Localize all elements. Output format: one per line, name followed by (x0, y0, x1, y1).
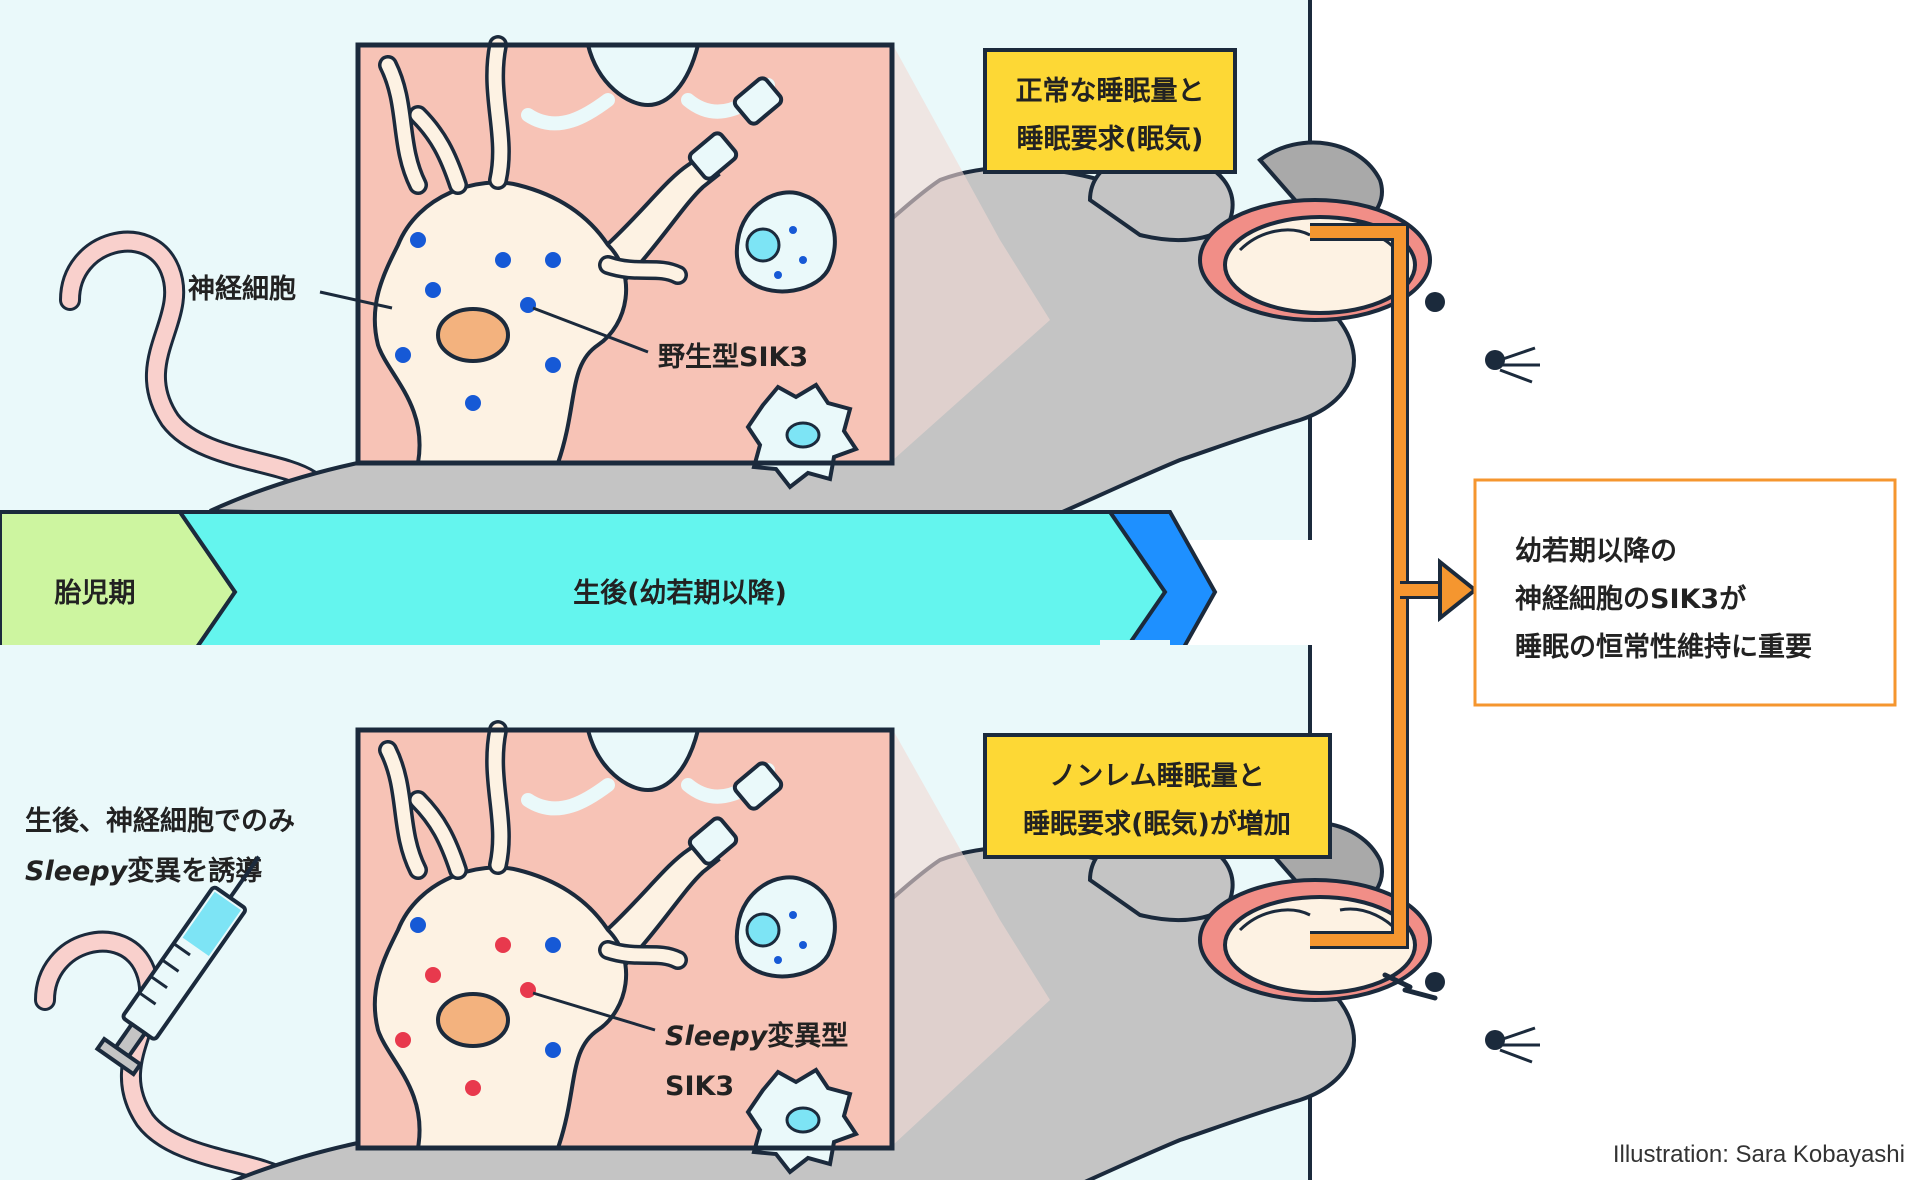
induction-line-1: 生後、神経細胞でのみ (25, 805, 295, 837)
bottom-neuron-icon (358, 730, 892, 1172)
bottom-mouse-icon (208, 820, 1542, 1184)
conclusion-line-1: 幼若期以降の (1515, 536, 1677, 567)
top-zoom-cone (893, 45, 1050, 460)
mutant-sik3-label-2: SIK3 (665, 1071, 734, 1102)
top-result-line-1: 正常な睡眠量と (1016, 76, 1205, 107)
timeline-fetal-label: 胎児期 (55, 578, 136, 609)
conclusion-line-2: 神経細胞のSIK3が (1515, 583, 1746, 615)
mutant-sik3-dots (395, 917, 561, 1096)
mutant-sik3-label-1: Sleepy変異型 (665, 1020, 848, 1052)
wildtype-sik3-dots (395, 232, 561, 411)
illustration-credit: Illustration: Sara Kobayashi (1613, 1141, 1905, 1168)
mutant-rest: 変異型 (767, 1020, 848, 1052)
top-result-line-2: 睡眠要求(眠気) (1017, 123, 1204, 155)
conclusion-line-3: 睡眠の恒常性維持に重要 (1515, 632, 1812, 663)
bottom-result-box (983, 733, 1332, 859)
induction-italic: Sleepy (25, 856, 129, 887)
timeline-postnatal-label: 生後(幼若期以降) (573, 578, 787, 609)
bottom-zoom-cone (893, 730, 1050, 1145)
wildtype-sik3-label: 野生型SIK3 (658, 342, 808, 373)
bottom-result-line-1: ノンレム睡眠量と (1049, 761, 1264, 792)
syringe-icon (94, 855, 261, 1077)
top-result-box (983, 48, 1237, 174)
top-neuron-icon (358, 45, 892, 487)
induction-line-2: Sleepy変異を誘導 (25, 855, 262, 887)
timeline: 胎児期 生後(幼若期以降) (0, 510, 1218, 674)
top-panel: 神経細胞 野生型SIK3 正常な睡眠量と 睡眠要求(眠気) (0, 0, 1542, 540)
bottom-panel: 生後、神経細胞でのみ Sleepy変異を誘導 Sleepy変異型 SIK3 ノン… (0, 640, 1542, 1184)
conclusion-box: 幼若期以降の 神経細胞のSIK3が 睡眠の恒常性維持に重要 (1473, 478, 1897, 707)
bottom-result-line-2: 睡眠要求(眠気)が増加 (1023, 808, 1291, 840)
mutant-italic: Sleepy (665, 1021, 769, 1052)
neuron-label: 神経細胞 (188, 273, 296, 305)
arrow-right-icon (1310, 223, 1479, 949)
